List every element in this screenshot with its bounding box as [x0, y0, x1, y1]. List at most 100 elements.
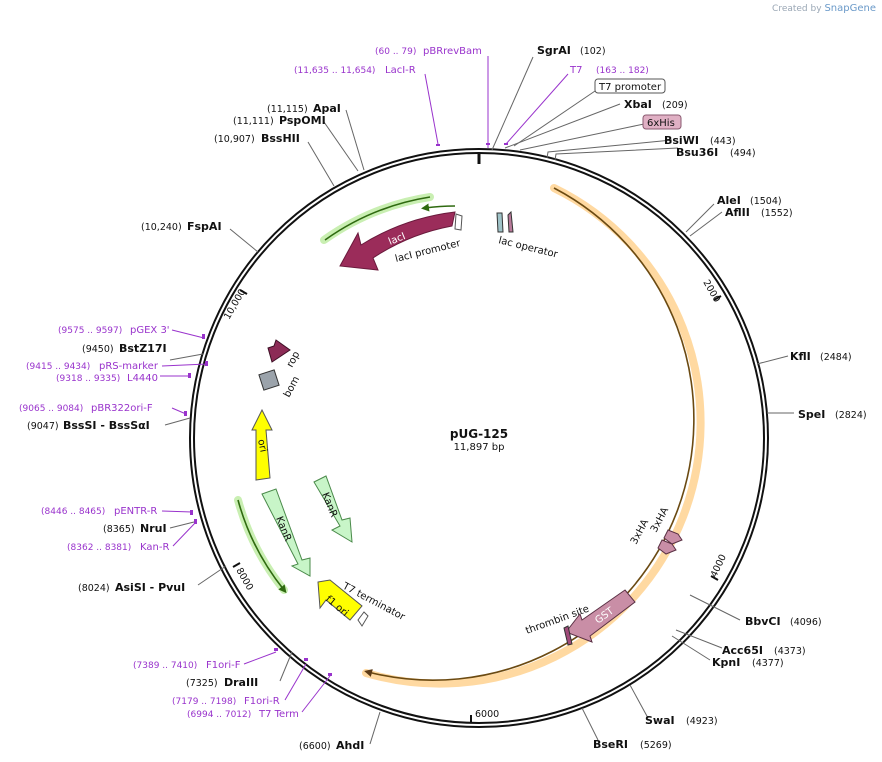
primer-pBR322ori-F: pBR322ori-F: [91, 403, 153, 414]
site-BbvCI: BbvCI: [745, 615, 781, 628]
site-KflI: KflI: [790, 350, 811, 363]
thrombin-site-feature: [563, 625, 573, 646]
primer-pRS-marker: pRS-marker: [99, 361, 159, 372]
bom-feature: [258, 369, 280, 391]
primer-L4440: L4440: [127, 373, 158, 384]
kanR-feature-2: [313, 475, 353, 543]
site-Acc65I: Acc65I: [722, 644, 763, 657]
site-KpnI-pos: (4377): [752, 658, 784, 669]
tick-2000: 2000: [700, 278, 722, 304]
boxed-feature-leaders: [513, 88, 645, 151]
site-BstZ17I-pos: (9450): [82, 344, 114, 355]
site-SpeI-pos: (2824): [835, 410, 867, 421]
site-KpnI: KpnI: [712, 656, 740, 669]
f1-ori-feature: [317, 579, 363, 621]
site-ApaI-pos: (11,115): [267, 104, 308, 115]
map-label: 6000: [475, 709, 499, 720]
site-SwaI-pos: (4923): [686, 716, 718, 727]
primer-LacI-R: LacI-R: [385, 65, 416, 76]
site-BsiWI-pos: (443): [710, 136, 736, 147]
site-leaders: [164, 56, 794, 745]
primer-Kan-R-pos: (8362 .. 8381): [67, 543, 131, 553]
site-BbvCI-pos: (4096): [790, 617, 822, 628]
site-AleI: AleI: [717, 194, 741, 207]
primer-F1ori-F-pos: (7389 .. 7410): [133, 661, 197, 671]
backbone-outer: [189, 148, 769, 728]
6xHis-label: 6xHis: [647, 118, 675, 129]
site-FspAI: FspAI: [187, 220, 222, 233]
orf-arc-orange: [364, 187, 695, 681]
lac-operator-feature: [496, 212, 504, 233]
site-XbaI-pos: (209): [662, 100, 688, 111]
site-BssHII-pos: (10,907): [214, 134, 255, 145]
plasmid-size: 11,897 bp: [454, 442, 505, 453]
site-SgrAI-pos: (102): [580, 46, 606, 57]
map-label: 2000: [700, 278, 722, 304]
site-DraIII: DraIII: [224, 676, 258, 689]
kanR-label-1: KanR: [273, 515, 293, 543]
site-PspOMI: PspOMI: [279, 114, 326, 127]
site-FspAI-pos: (10,240): [141, 222, 182, 233]
t7-terminator-feature: [357, 611, 369, 627]
primer-pBR322ori-F-pos: (9065 .. 9084): [19, 404, 83, 414]
bom-label: bom: [282, 375, 302, 400]
tick-10000: 10,000: [222, 287, 248, 321]
tick-4000: 4000: [709, 553, 729, 581]
site-XbaI: XbaI: [624, 98, 652, 111]
lac-operator-feature-2: [507, 210, 514, 233]
primer-pGEX3: pGEX 3': [130, 325, 170, 336]
primer-T7Term-pos: (6994 .. 7012): [187, 710, 251, 720]
3xHA-feature-2: [657, 539, 677, 555]
6xHis-box: [642, 114, 682, 130]
3xHA-feature-1: [663, 529, 683, 545]
plasmid-name: pUG-125: [450, 427, 508, 441]
primer-pRS-marker-pos: (9415 .. 9434): [26, 362, 90, 372]
primer-Kan-R: Kan-R: [140, 542, 169, 553]
primer-pGEX3-pos: (9575 .. 9597): [58, 326, 122, 336]
site-AsiSI-pos: (8024): [78, 583, 110, 594]
primer-LacI-R-pos: (11,635 .. 11,654): [294, 66, 375, 76]
orf-arc-green-left: [237, 499, 287, 594]
site-BssSI-pos: (9047): [27, 421, 59, 432]
primer-L4440-pos: (9318 .. 9335): [56, 374, 120, 384]
primer-pBRrevBam: pBRrevBam: [423, 46, 482, 57]
primer-T7: T7: [569, 65, 582, 76]
snapgene-logo: SnapGene: [824, 3, 876, 14]
site-BstZ17I: BstZ17I: [119, 342, 167, 355]
site-BseRI-pos: (5269): [640, 740, 672, 751]
lac-operator-label: lac operator: [497, 235, 559, 261]
snapgene-credit: Created by SnapGene: [772, 3, 876, 14]
primer-marks: [184, 143, 508, 676]
site-SgrAI: SgrAI: [537, 44, 571, 57]
orf-arc-green-top-arrow: [421, 203, 456, 212]
primer-leaders: [160, 56, 569, 713]
site-BseRI: BseRI: [593, 738, 628, 751]
site-NruI-pos: (8365): [103, 524, 135, 535]
site-SwaI: SwaI: [645, 714, 675, 727]
rop-feature: [267, 339, 291, 363]
rop-label: rop: [285, 350, 302, 370]
primer-pENTR-R: pENTR-R: [114, 506, 157, 517]
map-label: 4000: [709, 553, 729, 580]
t7-promoter-label: T7 promoter: [598, 82, 662, 93]
ori-feature: [251, 408, 273, 481]
map-label: 10,000: [222, 287, 248, 321]
orf-arc-orange-halo: [362, 184, 705, 688]
ori-label: ori: [255, 438, 268, 453]
site-AflII-pos: (1552): [761, 208, 793, 219]
site-AhdI: AhdI: [336, 739, 364, 752]
primer-T7-pos: (163 .. 182): [596, 66, 649, 76]
lacI-feature: [339, 211, 456, 271]
primer-pENTR-R-pos: (8446 .. 8465): [41, 507, 105, 517]
3xHA-label-1: 3xHA: [629, 518, 651, 547]
kanR-feature-1: [261, 488, 311, 577]
site-BssHII: BssHII: [261, 132, 300, 145]
site-AleI-pos: (1504): [750, 196, 782, 207]
site-PspOMI-pos: (11,111): [233, 116, 274, 127]
primer-F1ori-R-pos: (7179 .. 7198): [172, 697, 236, 707]
kanR-label-2: KanR: [319, 491, 339, 519]
site-BssSI: BssSI - BssSαI: [63, 419, 150, 432]
primer-F1ori-F: F1ori-F: [206, 660, 241, 671]
site-DraIII-pos: (7325): [186, 678, 218, 689]
